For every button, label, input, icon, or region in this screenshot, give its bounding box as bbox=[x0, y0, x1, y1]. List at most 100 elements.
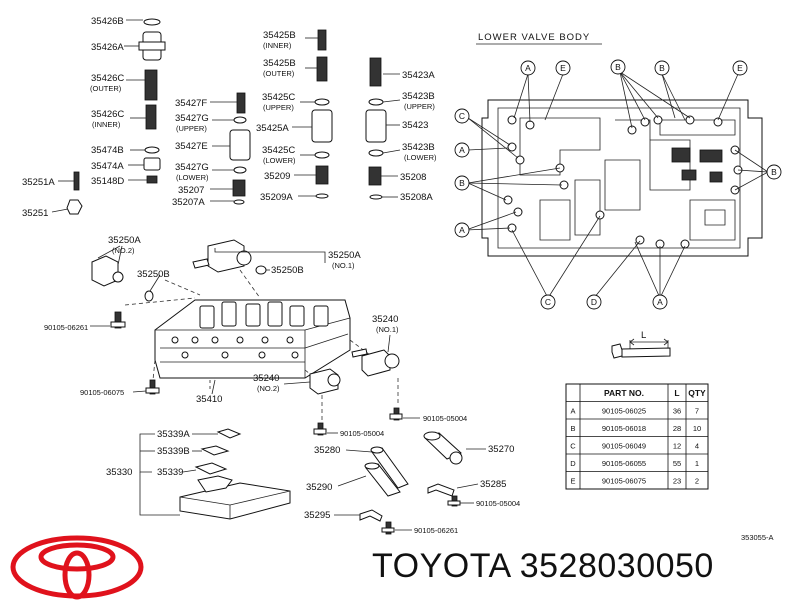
solenoid-35290 bbox=[364, 462, 401, 497]
callout-leaders bbox=[465, 71, 769, 299]
label-35426c-inner-sub: (INNER) bbox=[92, 120, 121, 129]
table-cell-1-1: 90105-06018 bbox=[602, 424, 646, 433]
label-35427e: 35427E bbox=[175, 141, 208, 152]
label-90105-06075: 90105-06075 bbox=[80, 388, 124, 397]
bracket-35285 bbox=[427, 483, 455, 497]
callout-a-left-lower: A bbox=[454, 222, 470, 238]
label-35425c-lower-sub: (LOWER) bbox=[263, 156, 296, 165]
middle-labels: 35427F 35427G (UPPER) 35427E 35427G (LOW… bbox=[172, 30, 437, 208]
label-35426c-outer-sub: (OUTER) bbox=[90, 84, 122, 93]
label-35250b: 35250B bbox=[137, 269, 170, 280]
toyota-logo bbox=[10, 535, 144, 600]
label-35207a: 35207A bbox=[172, 197, 205, 208]
svg-text:C: C bbox=[459, 111, 465, 121]
bolt-90105-05004-c bbox=[447, 495, 461, 507]
label-35285: 35285 bbox=[480, 479, 506, 490]
label-35270: 35270 bbox=[488, 444, 514, 455]
brand-name: TOYOTA bbox=[372, 547, 510, 585]
table-cell-1-2: 28 bbox=[673, 424, 681, 433]
table-cell-3-0: D bbox=[570, 459, 576, 468]
svg-text:E: E bbox=[560, 63, 566, 73]
middle-column-parts bbox=[229, 29, 387, 205]
label-35209: 35209 bbox=[264, 171, 290, 182]
lower-valve-body-plate bbox=[481, 99, 763, 257]
svg-text:A: A bbox=[459, 225, 465, 235]
label-35423: 35423 bbox=[402, 120, 428, 131]
table-cell-2-0: C bbox=[570, 442, 576, 451]
bolt-90105-05004-a: 90105-05004 bbox=[389, 407, 467, 423]
svg-text:E: E bbox=[737, 63, 743, 73]
left-leader-lines bbox=[51, 19, 147, 213]
solenoid-35240-no1: 35240 (NO.1) bbox=[351, 314, 400, 377]
table-cell-4-3: 2 bbox=[695, 477, 699, 486]
label-35427g-lower-sub: (LOWER) bbox=[176, 173, 209, 182]
label-35425b-outer: 35425B bbox=[263, 58, 296, 69]
bolt-90105-06261 bbox=[110, 311, 126, 329]
table-cell-3-2: 55 bbox=[673, 459, 681, 468]
callout-b-top-2: B bbox=[654, 60, 670, 76]
callout-c-bottom: C bbox=[540, 294, 556, 310]
callout-e-top-right: E bbox=[732, 60, 748, 76]
label-35427g-lower: 35427G bbox=[175, 162, 209, 173]
label-35330: 35330 bbox=[106, 467, 132, 478]
label-35251: 35251 bbox=[22, 208, 48, 219]
table-cell-2-3: 4 bbox=[695, 442, 699, 451]
table-cell-4-1: 90105-06075 bbox=[602, 477, 646, 486]
callout-a-left: A bbox=[454, 142, 470, 158]
bolt-90105-06075 bbox=[145, 379, 160, 395]
svg-text:C: C bbox=[545, 297, 551, 307]
callout-b-right: B bbox=[766, 164, 782, 180]
callout-b-left: B bbox=[454, 175, 470, 191]
callout-c-left: C bbox=[454, 108, 470, 124]
bracket-35295 bbox=[359, 509, 383, 522]
label-35209a: 35209A bbox=[260, 192, 293, 203]
left-column-parts bbox=[66, 18, 166, 215]
label-35426c-inner: 35426C bbox=[91, 109, 124, 120]
table-cell-1-0: B bbox=[570, 424, 575, 433]
label-35425b-inner-sub: (INNER) bbox=[263, 41, 292, 50]
svg-text:B: B bbox=[615, 62, 621, 72]
valve-body-35410 bbox=[154, 299, 351, 392]
lower-valve-body-title: LOWER VALVE BODY bbox=[476, 32, 602, 45]
svg-text:A: A bbox=[459, 145, 465, 155]
label-90105-06261-b: 90105-06261 bbox=[414, 526, 458, 535]
label-35250a-no2: 35250A bbox=[108, 235, 141, 246]
table-cell-3-3: 1 bbox=[695, 459, 699, 468]
middle-leader-lines bbox=[210, 37, 401, 202]
label-35240-no1-sub: (NO.1) bbox=[376, 325, 399, 334]
label-35290: 35290 bbox=[306, 482, 332, 493]
table-cell-0-0: A bbox=[570, 407, 575, 416]
solenoid-labels: 35250A (NO.2) 35250B 35250A (NO.1) 35250… bbox=[44, 235, 361, 332]
strainer-assembly-35330 bbox=[179, 428, 291, 520]
label-35425c-upper: 35425C bbox=[262, 92, 295, 103]
spring-35426c-outer bbox=[144, 69, 158, 101]
table-cell-4-2: 23 bbox=[673, 477, 681, 486]
label-35427g-upper-sub: (UPPER) bbox=[176, 124, 207, 133]
solenoid-35270 bbox=[423, 431, 463, 465]
table-cell-2-1: 90105-06049 bbox=[602, 442, 646, 451]
label-35427f: 35427F bbox=[175, 98, 207, 109]
label-35240-no2: 35240 bbox=[253, 373, 279, 384]
solenoid-35280 bbox=[370, 446, 409, 489]
label-35425c-upper-sub: (UPPER) bbox=[263, 103, 294, 112]
svg-text:B: B bbox=[459, 178, 465, 188]
label-35425b-outer-sub: (OUTER) bbox=[263, 69, 295, 78]
label-35423a: 35423A bbox=[402, 70, 435, 81]
label-35148d: 35148D bbox=[91, 176, 124, 187]
table-cell-2-2: 12 bbox=[673, 442, 681, 451]
label-35423b-lower: 35423B bbox=[402, 142, 435, 153]
label-35339a: 35339A bbox=[157, 429, 190, 440]
label-35426c-outer: 35426C bbox=[91, 73, 124, 84]
lower-mid-labels: 35280 35270 35290 35285 90105-05004 3529… bbox=[304, 444, 520, 535]
label-35426a: 35426A bbox=[91, 42, 124, 53]
callout-a-top: A bbox=[520, 60, 536, 76]
solenoid-leaders bbox=[90, 245, 326, 327]
label-35425a: 35425A bbox=[256, 123, 289, 134]
label-35251a: 35251A bbox=[22, 177, 55, 188]
dimension-l-label: L bbox=[641, 330, 646, 341]
label-35425b-inner: 35425B bbox=[263, 30, 296, 41]
svg-text:B: B bbox=[659, 63, 665, 73]
solenoid-35240-no2: 35240 (NO.2) bbox=[253, 368, 341, 395]
